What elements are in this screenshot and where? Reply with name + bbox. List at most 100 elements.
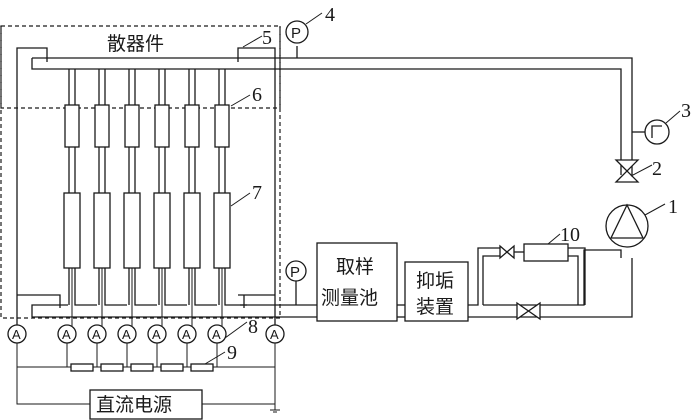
bypass-pipe-right-inner	[568, 255, 579, 305]
preheat-element	[64, 104, 80, 148]
channel-tube	[104, 268, 127, 306]
pump-icon	[605, 204, 649, 248]
ground-icon	[270, 404, 280, 413]
antiscale-device	[404, 261, 469, 322]
preheat-element	[124, 104, 140, 148]
ammeter-symbol: A	[152, 327, 161, 342]
top-header-pipe-inner	[31, 58, 622, 175]
channel-tube	[164, 268, 187, 306]
ammeter-symbol: A	[270, 327, 279, 342]
filter-component-10	[523, 243, 569, 262]
heater-channel	[123, 69, 157, 326]
channel-tube	[74, 268, 97, 306]
ammeter-symbol: A	[62, 327, 71, 342]
pressure-gauge-lower-symbol: P	[290, 264, 300, 281]
heating-element	[183, 192, 201, 269]
ammeter-icon: A	[265, 324, 285, 344]
antiscale-label-1: 抑垢	[416, 270, 454, 292]
pressure-gauge-4-symbol: P	[291, 25, 301, 42]
callout-9-leader	[204, 351, 226, 365]
callout-3-leader	[665, 110, 681, 124]
pressure-gauge-icon	[285, 20, 309, 44]
channel-tube	[194, 268, 217, 306]
resistor-icon	[100, 363, 124, 372]
radiator-enclosure	[0, 25, 281, 109]
heater-channel	[153, 69, 187, 326]
ammeter-symbol: A	[92, 327, 101, 342]
bottom-header-pipe-outer	[31, 304, 68, 317]
ammeter-symbol: A	[212, 327, 221, 342]
bypass-pipe-inner	[482, 255, 500, 305]
pressure-gauge-icon	[285, 260, 307, 282]
dc-power-wire-right	[202, 343, 276, 405]
shunt-resistors	[70, 363, 214, 372]
radiator-enclosure-sides	[0, 26, 281, 319]
callout-5: 5	[262, 27, 272, 49]
heating-element	[153, 192, 171, 269]
electrode-top-left	[16, 47, 48, 330]
resistor-icon	[190, 363, 214, 372]
flow-meter-icon	[644, 119, 670, 145]
electrode-top-right	[237, 47, 276, 330]
heater-channel	[213, 69, 247, 326]
bypass-pipe-right	[568, 247, 586, 305]
callout-6-leader	[230, 94, 251, 107]
radiator-label: 散器件	[107, 33, 164, 55]
dc-power-supply	[89, 389, 203, 420]
heating-element	[123, 192, 141, 269]
dc-power-wire-left	[16, 343, 90, 405]
callout-4-leader	[305, 12, 323, 25]
channel-tube	[224, 268, 247, 306]
ammeter-icon: A	[87, 324, 107, 367]
callout-2-leader	[630, 164, 653, 177]
callout-10-leader	[547, 233, 561, 245]
preheat-element	[154, 104, 170, 148]
callout-6: 6	[252, 84, 262, 106]
top-header-pipe-outer	[32, 57, 633, 175]
resistor-icon	[130, 363, 154, 372]
return-pipe-outer	[468, 258, 633, 318]
ammeter-symbol: A	[122, 327, 131, 342]
antiscale-label-2: 装置	[416, 296, 454, 318]
callout-8-leader	[224, 321, 248, 339]
valve-icon	[499, 244, 515, 260]
ammeter-icon: A	[207, 324, 227, 367]
callout-5-leader	[242, 35, 263, 48]
heater-channels	[63, 69, 247, 326]
sampling-measurement-cell	[316, 242, 398, 322]
ammeter-icon: A	[177, 324, 197, 367]
ammeter-icon: A	[147, 324, 167, 367]
callout-9: 9	[227, 342, 237, 364]
callout-2: 2	[652, 158, 662, 180]
channel-tube	[134, 268, 157, 306]
sampling-cell-label-2: 测量池	[321, 287, 378, 309]
heater-channel	[183, 69, 217, 326]
valve-icon	[516, 301, 541, 321]
callout-1-leader	[644, 203, 666, 216]
ammeter-symbol: A	[182, 327, 191, 342]
callout-7: 7	[252, 182, 262, 204]
heater-channel	[63, 69, 97, 326]
callout-7-leader	[230, 192, 251, 207]
dc-power-label: 直流电源	[96, 394, 172, 416]
callout-4: 4	[325, 4, 335, 26]
bypass-pipe-outer	[468, 247, 500, 306]
flow-meter-glyph	[651, 125, 662, 138]
ammeter-icon: A	[7, 324, 27, 344]
preheat-element	[94, 104, 110, 148]
preheat-element	[214, 104, 230, 148]
sampling-cell-label-1: 取样	[336, 256, 374, 278]
return-pipe-inner	[483, 249, 622, 306]
heater-channel	[93, 69, 127, 326]
ammeter-symbol: A	[12, 327, 21, 342]
resistor-icon	[160, 363, 184, 372]
heating-element	[93, 192, 111, 269]
heating-element	[213, 192, 231, 269]
ammeter-icon: A	[57, 324, 77, 367]
callout-8: 8	[248, 316, 258, 338]
callout-10: 10	[560, 224, 580, 246]
callout-1: 1	[668, 196, 678, 218]
valve-icon	[614, 159, 640, 183]
